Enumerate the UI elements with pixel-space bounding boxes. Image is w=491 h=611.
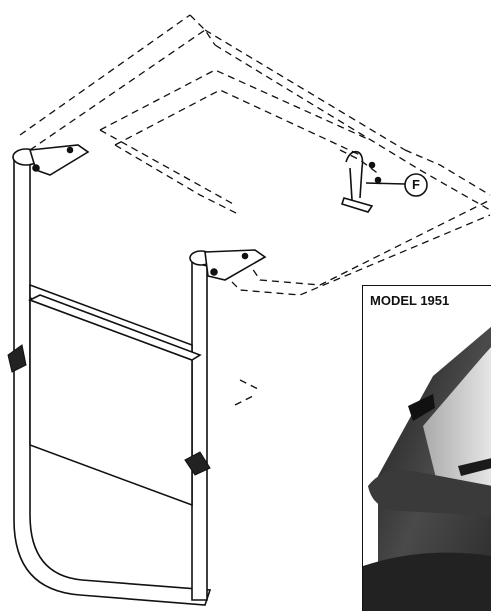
step-top-edge <box>27 294 202 361</box>
model-photo <box>363 286 491 611</box>
rail-clamps <box>7 344 211 476</box>
callout-circle-icon <box>404 173 428 197</box>
bracket-f <box>340 150 406 213</box>
model-label: MODEL 1951 <box>370 293 450 308</box>
right-hinge-icon <box>189 249 267 281</box>
u-clamp-bracket-icon <box>345 150 364 199</box>
hinges <box>12 144 267 281</box>
model-inset-panel: MODEL 1951 <box>362 285 491 611</box>
right-clamp-icon <box>184 451 211 476</box>
ladder-frame <box>13 153 212 606</box>
left-hinge-icon <box>12 144 90 176</box>
callout-letter: F <box>412 177 420 192</box>
right-rail <box>191 260 208 601</box>
left-clamp-icon <box>7 344 27 373</box>
